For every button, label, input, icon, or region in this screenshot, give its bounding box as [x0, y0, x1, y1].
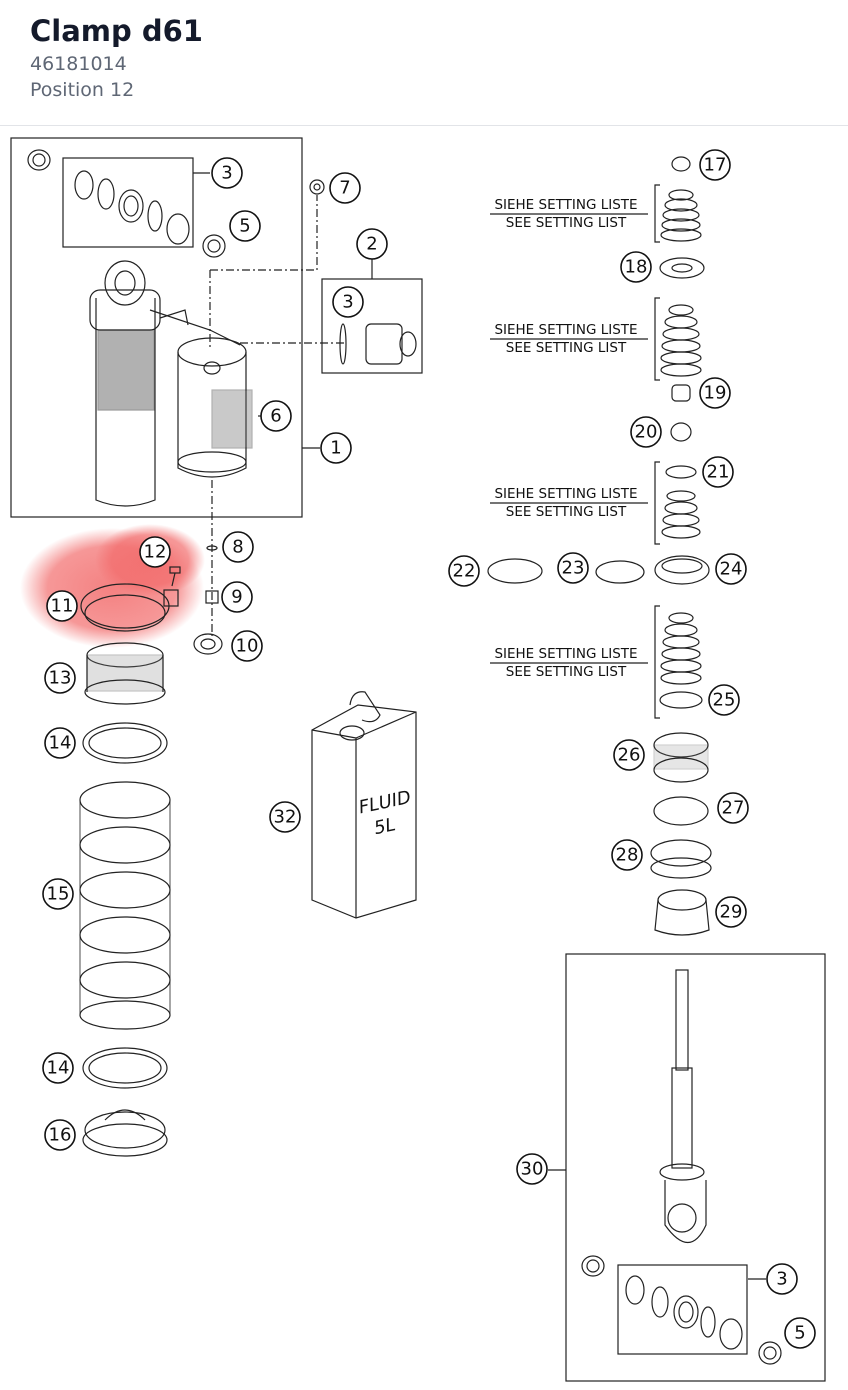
callout-2: 2 — [366, 234, 377, 255]
callout-19: 18 — [625, 257, 648, 278]
callout-16: 15 — [47, 884, 70, 905]
callout-5a-circle — [211, 157, 243, 189]
callout-6b: 5 — [794, 1323, 805, 1344]
callout-5a: 3 — [221, 163, 232, 184]
setting-label-en-4: SEE SETTING LIST — [506, 664, 627, 680]
setting-label-de-4: SIEHE SETTING LISTE — [494, 646, 637, 662]
callout-20-circle — [699, 377, 731, 409]
piston-rod — [659, 969, 707, 1243]
callout-23-circle — [448, 555, 480, 587]
callout-12-circle — [46, 590, 78, 622]
callout-29-circle — [611, 839, 643, 871]
callout-28: 27 — [722, 798, 745, 819]
callout-11: 10 — [236, 636, 259, 657]
callout-25-circle — [715, 553, 747, 585]
callout-6b-circle — [784, 1317, 816, 1349]
callout-17: 16 — [49, 1125, 72, 1146]
setting-label-de-1: SIEHE SETTING LISTE — [494, 197, 637, 213]
callout-7-circle — [260, 400, 292, 432]
callout-9-circle — [222, 531, 254, 563]
callout-3-circle — [332, 286, 364, 318]
callout-8: 7 — [339, 178, 350, 199]
callout-8-circle — [329, 172, 361, 204]
callout-21-circle — [630, 416, 662, 448]
callout-2-circle — [356, 228, 388, 260]
callout-3: 3 — [342, 292, 353, 313]
callout-31-circle — [516, 1153, 548, 1185]
callout-6a-circle — [229, 210, 261, 242]
can-label-volume: 5L — [372, 814, 397, 839]
callout-25: 24 — [720, 559, 743, 580]
clamp-part — [80, 583, 179, 632]
bearing-part — [27, 149, 51, 171]
callout-22: 21 — [707, 462, 730, 483]
part-header: Clamp d61 46181014 Position 12 — [0, 0, 848, 126]
callout-1-circle — [320, 432, 352, 464]
callout-11-circle — [231, 630, 263, 662]
callout-1: 1 — [330, 438, 341, 459]
callout-14: 13 — [49, 668, 72, 689]
callout-7: 6 — [270, 406, 281, 427]
callout-30: 29 — [720, 902, 743, 923]
shock-assembly-frame — [10, 137, 303, 518]
setting-label-de-2: SIEHE SETTING LISTE — [494, 322, 637, 338]
callout-10: 9 — [231, 587, 242, 608]
callout-9: 8 — [232, 537, 243, 558]
callout-31: 30 — [521, 1159, 544, 1180]
part-number: 46181014 — [30, 53, 127, 75]
callout-30-circle — [715, 896, 747, 928]
shock-body — [95, 298, 156, 507]
callout-14-circle — [44, 662, 76, 694]
callout-24: 23 — [562, 558, 585, 579]
callout-15a-circle — [44, 727, 76, 759]
callout-5b-circle — [766, 1263, 798, 1295]
callout-12: 11 — [51, 596, 74, 617]
callout-17-circle — [44, 1119, 76, 1151]
callout-27-circle — [613, 739, 645, 771]
setting-label-en-1: SEE SETTING LIST — [506, 215, 627, 231]
highlight-region — [20, 524, 205, 648]
callout-32: 32 — [274, 807, 297, 828]
callout-24-circle — [557, 552, 589, 584]
callout-5b: 3 — [776, 1269, 787, 1290]
piston-rod-frame — [565, 953, 826, 1382]
seal-kit-frame-top — [62, 157, 194, 248]
callout-13-circle — [139, 536, 171, 568]
callout-20: 19 — [704, 383, 727, 404]
setting-label-en-3: SEE SETTING LIST — [506, 504, 627, 520]
callout-15a: 14 — [49, 733, 72, 754]
seal-kit-frame-bottom — [617, 1264, 748, 1355]
callout-15b-circle — [42, 1052, 74, 1084]
callout-28-circle — [717, 792, 749, 824]
setting-label-de-3: SIEHE SETTING LISTE — [494, 486, 637, 502]
callout-15b: 14 — [47, 1058, 70, 1079]
callout-19-circle — [620, 251, 652, 283]
callout-26: 25 — [713, 690, 736, 711]
callout-21: 20 — [635, 422, 658, 443]
callout-32-circle — [269, 801, 301, 833]
callout-23: 22 — [453, 561, 476, 582]
callout-6a: 5 — [239, 216, 250, 237]
callout-27: 26 — [618, 745, 641, 766]
callout-29: 28 — [616, 845, 639, 866]
can-label-fluid: FLUID — [357, 787, 413, 819]
setting-label-en-2: SEE SETTING LIST — [506, 340, 627, 356]
exploded-parts-diagram: 3 5 7 2 3 6 1 8 12 9 11 10 13 14 32 15 1… — [10, 137, 826, 1382]
spring-part — [79, 781, 171, 1030]
fluid-can — [311, 691, 417, 919]
callout-18: 17 — [704, 155, 727, 176]
callout-26-circle — [708, 684, 740, 716]
callout-10-circle — [221, 581, 253, 613]
callout-22-circle — [702, 456, 734, 488]
reservoir — [177, 352, 247, 478]
callout-16-circle — [42, 878, 74, 910]
callout-18-circle — [699, 149, 731, 181]
callout-13: 12 — [144, 542, 167, 563]
part-title: Clamp d61 — [30, 14, 203, 48]
part-position: Position 12 — [30, 79, 135, 101]
